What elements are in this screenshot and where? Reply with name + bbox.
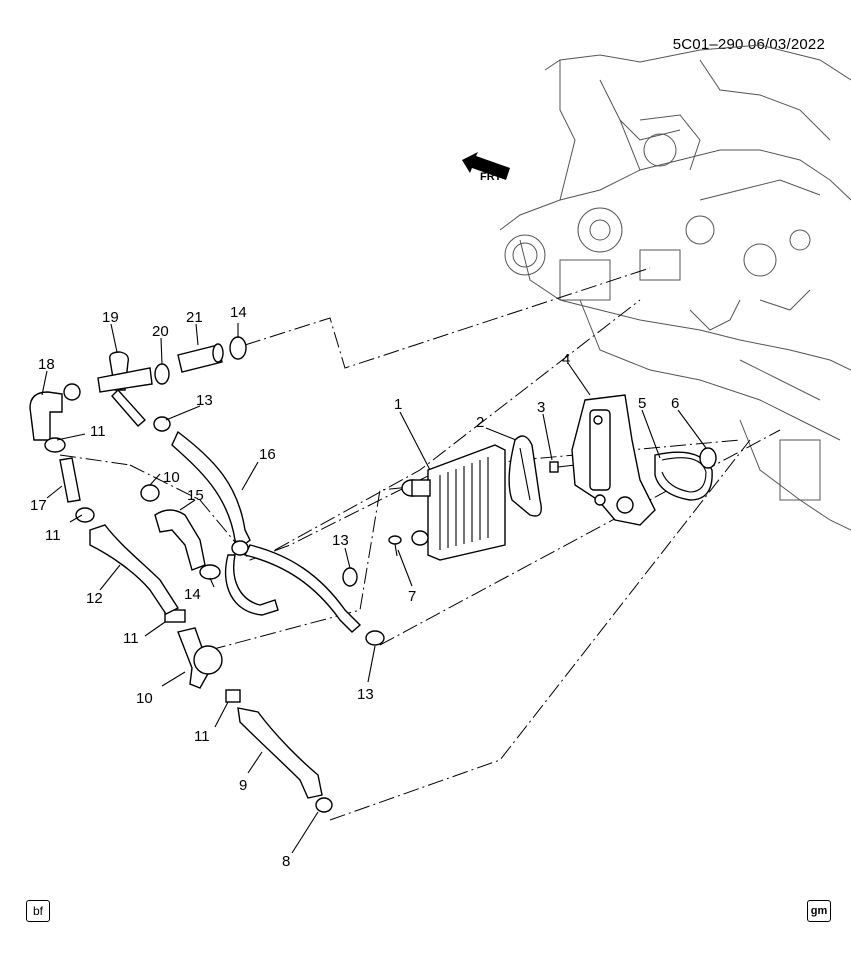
callout-11-a: 11: [90, 423, 106, 440]
callout-14-lower: 14: [184, 586, 201, 603]
fitting-part-10: [177, 627, 223, 689]
clamp-part-10-upper: [140, 484, 160, 502]
callout-2: 2: [476, 414, 484, 431]
callout-16: 16: [259, 446, 276, 463]
callout-11-b: 11: [45, 527, 61, 544]
tee-fitting-part-19: [97, 351, 153, 427]
callout-leaders: [41, 323, 707, 854]
callout-21: 21: [186, 309, 203, 326]
hose-part-12: [89, 524, 180, 615]
gm-logo-icon: gm: [807, 900, 831, 922]
clamp-part-11-d: [225, 689, 241, 703]
clamp-part-20: [154, 363, 170, 385]
connector-part-17: [59, 457, 81, 503]
callout-9: 9: [239, 777, 247, 794]
callout-13-a: 13: [196, 392, 213, 409]
oil-cooler-part-1: [401, 444, 506, 561]
clamp-part-11-b: [75, 507, 95, 523]
callout-14-upper: 14: [230, 304, 247, 321]
callout-5: 5: [638, 395, 646, 412]
callout-10-lower: 10: [136, 690, 153, 707]
pipe-part-9: [237, 707, 323, 799]
callout-8: 8: [282, 853, 290, 870]
clamp-part-13-a: [153, 416, 171, 432]
callout-18: 18: [38, 356, 55, 373]
callout-3: 3: [537, 399, 545, 416]
bf-badge: bf: [26, 900, 50, 922]
clamp-part-14-lower: [199, 564, 221, 580]
callout-12: 12: [86, 590, 103, 607]
hose-part-16-lower: [243, 544, 362, 633]
clamp-part-8: [315, 797, 333, 813]
bolt-part-3: [549, 461, 576, 473]
callout-17: 17: [30, 497, 47, 514]
elbow-part-18: [29, 383, 81, 441]
callout-10-upper: 10: [163, 469, 180, 486]
callout-20: 20: [152, 323, 169, 340]
oil-cooler-adapter-part-4: [571, 394, 656, 526]
callout-19: 19: [102, 309, 119, 326]
front-direction-arrow-icon: FRT: [462, 152, 510, 183]
clamp-part-13-d: [231, 540, 249, 556]
callout-15: 15: [187, 487, 204, 504]
hose-part-16-elbow: [224, 554, 279, 616]
callout-11-c: 11: [123, 630, 139, 647]
hose-part-15: [154, 509, 206, 571]
gasket-part-2: [508, 435, 542, 517]
clamp-part-13-c: [365, 630, 385, 646]
callout-13-c: 13: [357, 686, 374, 703]
callout-1: 1: [394, 396, 402, 413]
callout-4: 4: [562, 351, 570, 368]
engine-assembly: [499, 44, 851, 531]
seal-part-5: [654, 451, 713, 501]
callout-labels: 1 2 3 4 5 6 7 8 9 10 10 11 11 11 11 12 1…: [30, 304, 679, 870]
clamp-part-14-upper: [229, 336, 247, 360]
bolt-part-7: [388, 535, 402, 557]
callout-11-d: 11: [194, 728, 210, 745]
hose-part-21: [177, 343, 224, 373]
callout-7: 7: [408, 588, 416, 605]
o-ring-part-6: [699, 447, 717, 469]
clamp-part-11-a: [44, 437, 66, 453]
callout-6: 6: [671, 395, 679, 412]
frt-label: FRT: [480, 171, 502, 183]
clamp-part-13-b: [342, 567, 358, 587]
callout-13-b: 13: [332, 532, 349, 549]
